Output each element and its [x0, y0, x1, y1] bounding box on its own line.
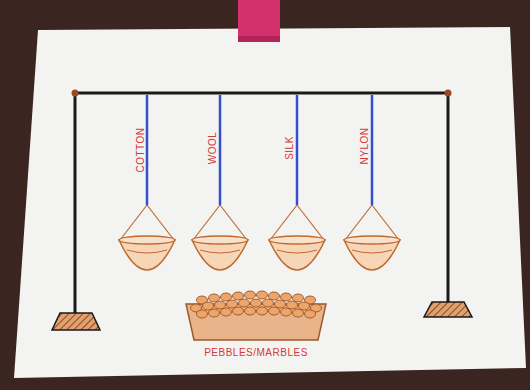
- paper-clip: [238, 0, 280, 42]
- stand-foot: [424, 302, 472, 317]
- thread: [296, 95, 299, 205]
- stand-leg: [447, 93, 450, 302]
- hanging-pan: [344, 205, 400, 270]
- pebbles: [191, 291, 322, 318]
- stand-beam: [75, 92, 448, 95]
- paper-clip-edge: [238, 36, 280, 42]
- thread: [146, 95, 149, 205]
- beam-pin: [445, 90, 452, 97]
- hanging-pan: [119, 205, 175, 270]
- thread: [371, 95, 374, 205]
- hanging-pan: [192, 205, 248, 270]
- fiber-label: WOOL: [208, 132, 218, 165]
- material-label: PEBBLES/MARBLES: [204, 348, 308, 358]
- stand-leg: [74, 93, 77, 313]
- stand-foot: [52, 313, 100, 330]
- beam-pin: [72, 90, 79, 97]
- hanging-pan: [269, 205, 325, 270]
- fiber-label: SILK: [285, 136, 295, 160]
- fiber-label: COTTON: [136, 127, 146, 172]
- thread: [219, 95, 222, 205]
- fiber-label: NYLON: [360, 128, 370, 165]
- paper-sheet: [14, 27, 526, 378]
